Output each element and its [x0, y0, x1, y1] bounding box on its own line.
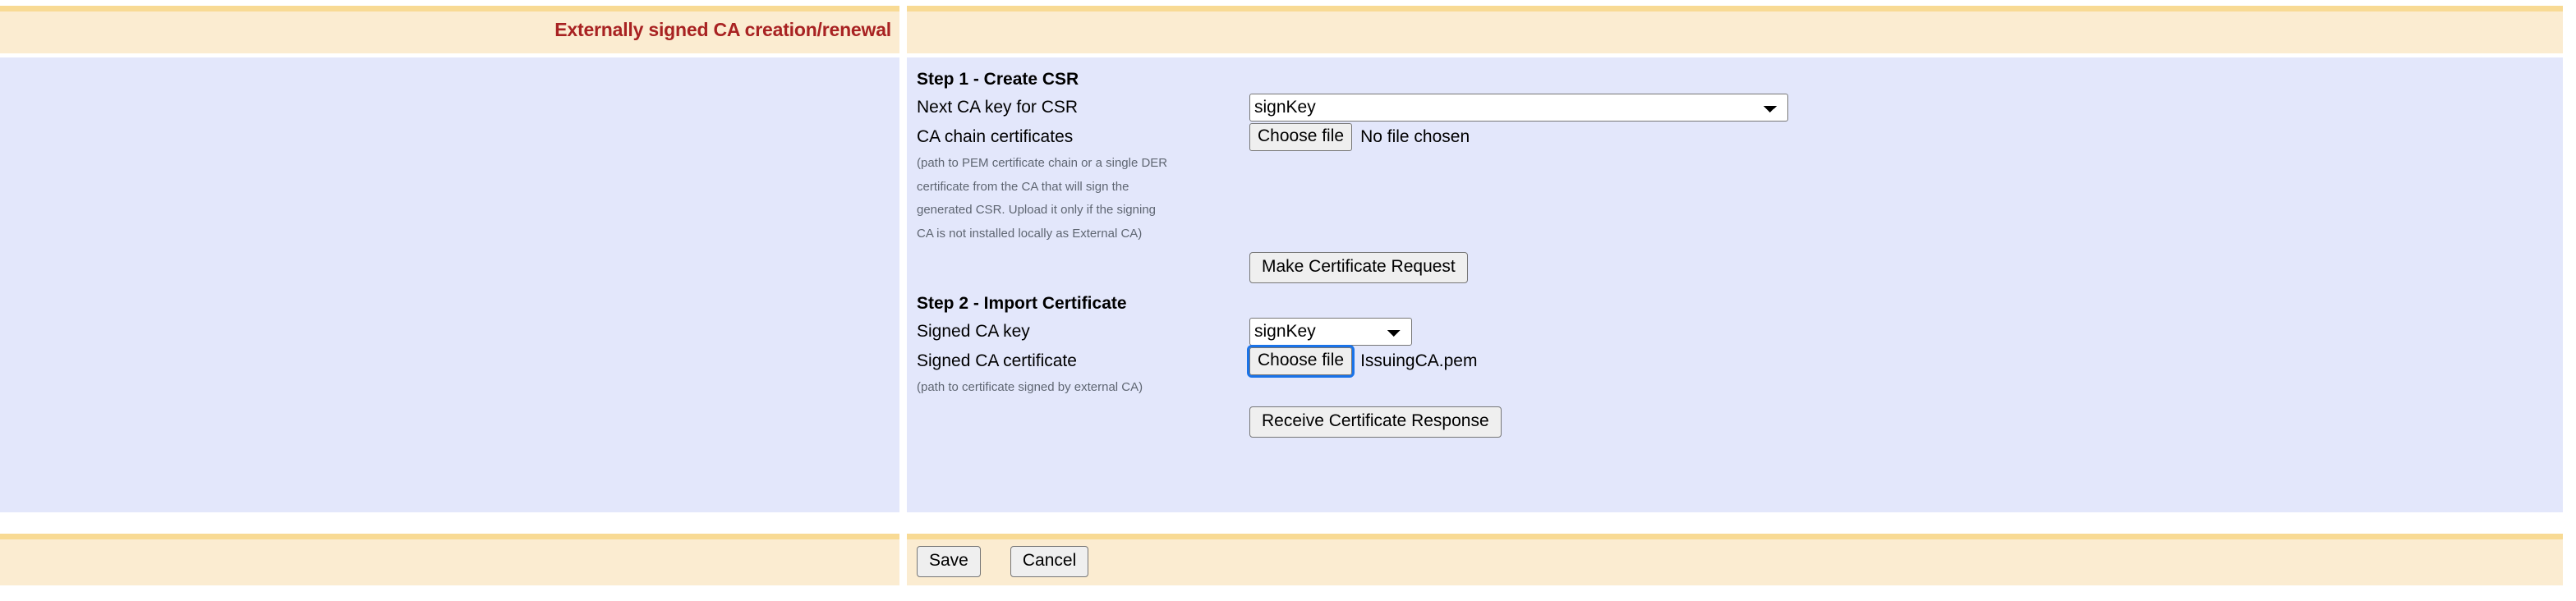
step2-submit-row: Receive Certificate Response	[917, 406, 1788, 438]
step1-chain-label: CA chain certificates	[917, 127, 1074, 146]
signed-ca-choose-file-button[interactable]: Choose file	[1246, 345, 1355, 378]
step2-key-label: Signed CA key	[917, 322, 1030, 341]
cancel-button[interactable]: Cancel	[1010, 546, 1089, 577]
header-left-fill	[0, 11, 899, 53]
footer-button-group: Save Cancel	[917, 546, 1089, 577]
externally-signed-ca-form: Step 1 - Create CSR Next CA key for CSR …	[917, 66, 1788, 438]
signed-ca-key-select[interactable]: signKey	[1249, 318, 1412, 346]
main-column-divider	[899, 57, 907, 512]
step1-hint-row-1: (path to PEM certificate chain or a sing…	[917, 152, 1788, 176]
step2-spacer	[917, 400, 1788, 406]
step1-chain-control: Choose file No file chosen	[1249, 123, 1470, 152]
step2-submit-control: Receive Certificate Response	[1249, 406, 1502, 438]
step1-heading-row: Step 1 - Create CSR	[917, 66, 1788, 94]
main-content: Step 1 - Create CSR Next CA key for CSR …	[0, 57, 2576, 512]
header-column-divider	[899, 6, 907, 53]
step1-hint-line-4: CA is not installed locally as External …	[917, 226, 1143, 241]
step1-chain-row: CA chain certificates Choose file No fil…	[917, 123, 1788, 152]
footer-right-fill	[907, 539, 2563, 585]
signed-ca-certificate-file-input[interactable]: Choose file IssuingCA.pem	[1246, 345, 1478, 378]
step2-cert-label: Signed CA certificate	[917, 351, 1077, 370]
step1-key-row: Next CA key for CSR signKey	[917, 94, 1788, 123]
ca-chain-choose-file-button[interactable]: Choose file	[1249, 123, 1353, 151]
step2-hint: (path to certificate signed by external …	[917, 380, 1143, 394]
header-left-stripe	[0, 6, 899, 11]
signed-ca-file-name: IssuingCA.pem	[1360, 351, 1478, 370]
step2-key-row: Signed CA key signKey	[917, 318, 1788, 347]
page-title: Externally signed CA creation/renewal	[554, 19, 891, 40]
step2-cert-row: Signed CA certificate Choose file Issuin…	[917, 345, 1788, 378]
ca-chain-file-name: No file chosen	[1360, 127, 1470, 146]
main-left-cell	[0, 57, 899, 512]
step2-cert-control: Choose file IssuingCA.pem	[1246, 345, 1478, 378]
main-right-cell: Step 1 - Create CSR Next CA key for CSR …	[907, 57, 2563, 512]
step1-hint-row-2: certificate from the CA that will sign t…	[917, 176, 1788, 200]
next-ca-key-select[interactable]: signKey	[1249, 94, 1788, 122]
page-footer: Save Cancel	[0, 534, 2576, 585]
step1-heading: Step 1 - Create CSR	[917, 70, 1079, 89]
footer-left-stripe	[0, 534, 899, 539]
footer-left-cell	[0, 534, 899, 585]
step1-hint-line-3: generated CSR. Upload it only if the sig…	[917, 203, 1157, 217]
footer-right-stripe	[907, 534, 2563, 539]
save-button[interactable]: Save	[917, 546, 981, 577]
footer-column-divider	[899, 534, 907, 585]
step1-key-control: signKey	[1249, 94, 1788, 123]
step1-submit-row: Make Certificate Request	[917, 252, 1788, 283]
step2-hint-row: (path to certificate signed by external …	[917, 376, 1788, 400]
header-left-cell: Externally signed CA creation/renewal	[0, 6, 899, 53]
step2-key-control: signKey	[1249, 318, 1412, 347]
ca-chain-file-input[interactable]: Choose file No file chosen	[1249, 123, 1470, 151]
step1-hint-row-4: CA is not installed locally as External …	[917, 223, 1788, 246]
step2-heading: Step 2 - Import Certificate	[917, 294, 1127, 313]
header-right-cell	[907, 6, 2563, 53]
step1-hint-line-1: (path to PEM certificate chain or a sing…	[917, 156, 1168, 170]
footer-left-fill	[0, 539, 899, 585]
footer-right-cell: Save Cancel	[907, 534, 2563, 585]
step2-heading-row: Step 2 - Import Certificate	[917, 290, 1788, 318]
step1-submit-control: Make Certificate Request	[1249, 252, 1468, 283]
step1-hint-line-2: certificate from the CA that will sign t…	[917, 179, 1129, 194]
make-certificate-request-button[interactable]: Make Certificate Request	[1249, 252, 1468, 283]
step1-key-label: Next CA key for CSR	[917, 98, 1079, 117]
header-right-fill	[907, 11, 2563, 53]
header-right-stripe	[907, 6, 2563, 11]
step1-hint-row-3: generated CSR. Upload it only if the sig…	[917, 199, 1788, 223]
step1-spacer	[917, 245, 1788, 252]
step2-top-spacer	[917, 283, 1788, 290]
receive-certificate-response-button[interactable]: Receive Certificate Response	[1249, 406, 1502, 438]
page-header: Externally signed CA creation/renewal	[0, 6, 2576, 53]
